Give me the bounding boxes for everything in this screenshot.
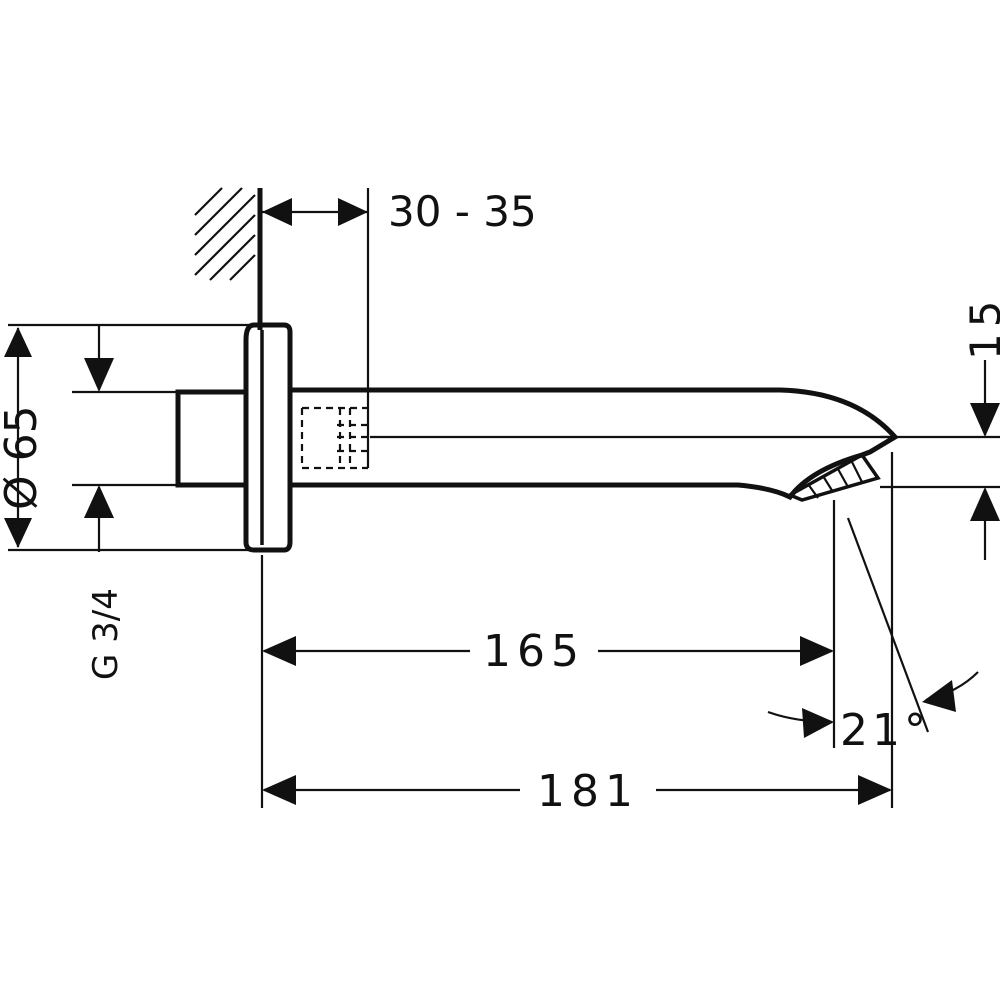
dim-outlet-height [880,360,1000,560]
aerator [785,452,881,502]
dim-wall-depth [262,188,370,468]
hidden-insert [300,406,368,470]
dim-flange-diameter-label: Ø 65 [0,405,47,510]
dim-wall-depth-label: 30 - 35 [388,187,537,236]
flange [243,322,293,553]
dim-spout-projection [260,500,836,808]
thread-connector [175,389,247,488]
spout-body [290,387,899,501]
dim-thread-label: G 3/4 [86,588,126,680]
dim-flange-diameter [4,323,250,552]
dim-outlet-angle-label: 21° [840,705,930,756]
wall-hatching [194,187,256,281]
dim-overall-length [262,452,894,808]
dim-overall-length-label: 181 [537,766,639,817]
dim-outlet-height-label: 15 [961,295,1000,360]
dim-spout-projection-label: 165 [483,626,585,677]
dim-outlet-angle [767,517,979,738]
dim-thread [72,325,178,552]
